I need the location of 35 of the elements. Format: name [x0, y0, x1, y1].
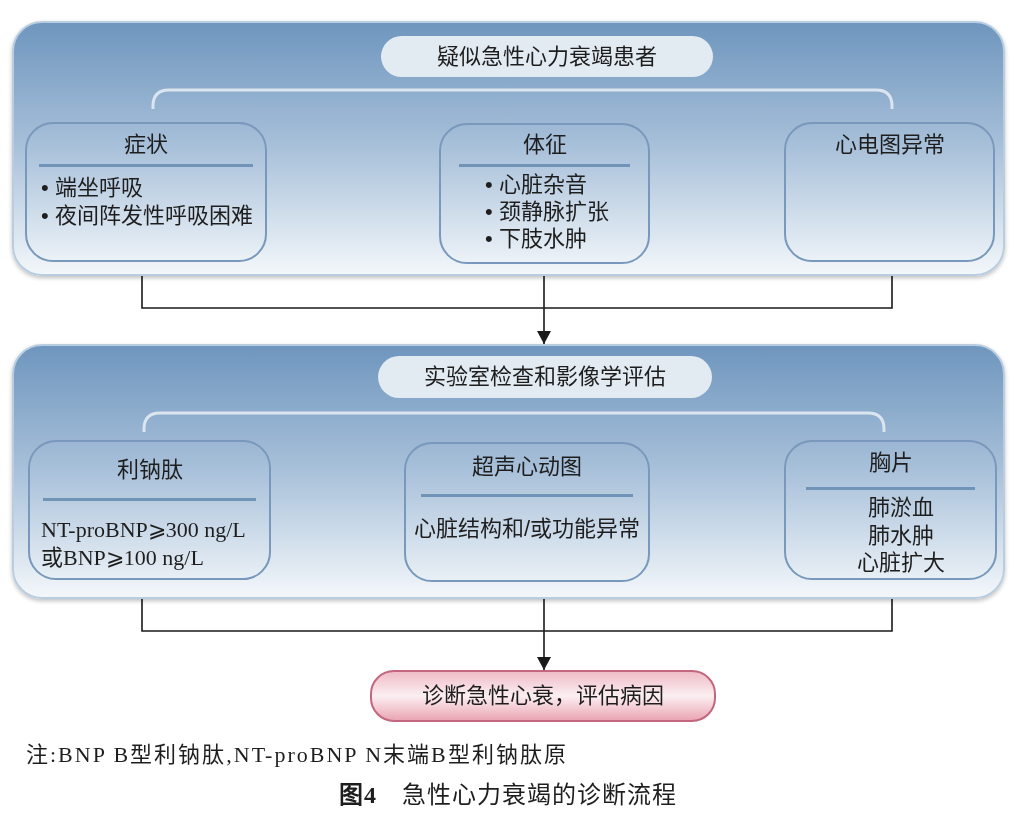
stage-pill [381, 36, 713, 77]
arrow-connector [141, 598, 893, 671]
finding-text: 心脏结构和/或功能异常 [413, 515, 641, 543]
diagnosis-pill [370, 670, 716, 722]
category-card [28, 440, 271, 580]
stage-title: 疑似急性心力衰竭患者 [437, 42, 657, 71]
symptom-item: • 端坐呼吸 [41, 174, 143, 202]
figure-caption: 图4 急性心力衰竭的诊断流程 [339, 781, 677, 810]
category-card [404, 442, 650, 582]
category-card [784, 122, 995, 262]
finding-text: 心脏扩大 [856, 549, 945, 577]
category-card [25, 122, 267, 262]
card-title: 利钠肽 [116, 456, 183, 484]
criterion-text: 或BNP⩾100 ng/L [41, 544, 204, 572]
card-title: 心电图异常 [834, 131, 945, 159]
card-title: 症状 [124, 131, 168, 159]
stage-panel [12, 21, 1005, 276]
card-title: 体征 [522, 131, 567, 159]
arrow-connector [141, 275, 893, 345]
diagnosis-text: 诊断急性心衰，评估病因 [422, 682, 664, 710]
card-title: 超声心动图 [472, 453, 582, 481]
finding-text: 肺水肿 [867, 521, 934, 549]
card-title: 胸片 [868, 449, 913, 477]
criterion-text: NT-proBNP⩾300 ng/L [41, 516, 246, 544]
category-card [784, 440, 997, 580]
sign-item: • 心脏杂音 [485, 171, 587, 198]
finding-text: 肺淤血 [867, 494, 934, 522]
symptom-item: • 夜间阵发性呼吸困难 [41, 202, 253, 230]
sign-item: • 颈静脉扩张 [485, 198, 609, 225]
stage-panel [12, 344, 1005, 599]
stage-title: 实验室检查和影像学评估 [424, 363, 666, 391]
note-text: 注:BNP B型利钠肽,NT-proBNP N末端B型利钠肽原 [26, 741, 568, 769]
category-card [439, 123, 650, 264]
stage-pill [378, 356, 712, 398]
sign-item: • 下肢水肿 [485, 225, 587, 252]
